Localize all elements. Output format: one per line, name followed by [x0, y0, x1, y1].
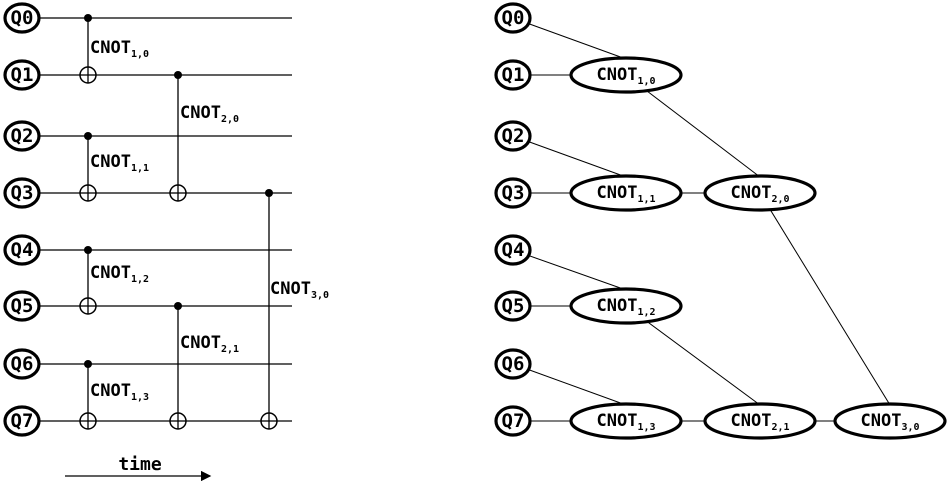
graph-qubit-q4: Q4 [494, 234, 532, 266]
gate-label: CNOT2,0 [180, 103, 239, 125]
qubit-badge [494, 290, 532, 322]
qubit-label: Q4 [502, 239, 525, 261]
qubit-label: Q7 [502, 410, 525, 432]
control-dot [265, 189, 273, 197]
graph-qubit-q2: Q2 [494, 120, 532, 152]
gate-node [569, 287, 683, 325]
gate-node [569, 402, 683, 440]
qubit-label: Q2 [502, 125, 525, 147]
qubit-wire-q3: Q3 [3, 177, 292, 209]
cnot-gate-1-1: CNOT1,1 [79, 132, 149, 202]
qubit-badge [3, 234, 41, 266]
qubit-badge [3, 59, 41, 91]
qubit-label: Q6 [502, 353, 525, 375]
qubit-label: Q6 [11, 353, 34, 375]
qubit-badge [3, 2, 41, 34]
graph-node-cnot-1-1: CNOT1,1 [569, 174, 683, 212]
gate-node [703, 402, 817, 440]
qubit-badge [494, 348, 532, 380]
qubit-label: Q1 [11, 64, 34, 86]
time-label: time [118, 454, 162, 475]
graph-qubit-q5: Q5 [494, 290, 532, 322]
qubit-badge [494, 59, 532, 91]
qubit-label: Q0 [11, 7, 34, 29]
qubit-badge [494, 2, 532, 34]
qubit-badge [494, 234, 532, 266]
gate-label: CNOT1,0 [90, 38, 149, 60]
qubit-label: Q0 [502, 7, 525, 29]
graph-qubit-q1: Q1 [494, 59, 532, 91]
gate-label: CNOT2,1 [180, 333, 239, 355]
gate-label: CNOT3,0 [270, 279, 329, 301]
gate-label: CNOT1,3 [90, 381, 149, 403]
graph-node-cnot-2-1: CNOT2,1 [703, 402, 817, 440]
gate-node [833, 402, 947, 440]
qubit-label: Q3 [11, 182, 34, 204]
gate-node [569, 174, 683, 212]
graph-node-cnot-1-2: CNOT1,2 [569, 287, 683, 325]
cnot-gate-1-0: CNOT1,0 [79, 14, 149, 84]
qubit-badge [3, 177, 41, 209]
qubit-label: Q1 [502, 64, 525, 86]
graph-qubit-q6: Q6 [494, 348, 532, 380]
dependency-edge [512, 249, 627, 291]
graph-node-cnot-1-0: CNOT1,0 [569, 56, 683, 94]
cnot-gate-2-1: CNOT2,1 [169, 302, 239, 430]
qubit-badge [494, 405, 532, 437]
graph-node-cnot-3-0: CNOT3,0 [833, 402, 947, 440]
qubit-badge [3, 405, 41, 437]
cnot-gate-1-2: CNOT1,2 [79, 246, 149, 315]
gate-label: CNOT1,1 [90, 152, 149, 174]
dependency-edge [512, 135, 627, 178]
qubit-label: Q7 [11, 410, 34, 432]
control-dot [84, 360, 92, 368]
graph-node-cnot-2-0: CNOT2,0 [703, 174, 817, 212]
control-dot [84, 14, 92, 22]
control-dot [84, 246, 92, 254]
cnot-gate-3-0: CNOT3,0 [260, 189, 329, 430]
cnot-gate-1-3: CNOT1,3 [79, 360, 149, 430]
qubit-label: Q2 [11, 125, 34, 147]
graph-qubit-q3: Q3 [494, 177, 532, 209]
qubit-label: Q3 [502, 182, 525, 204]
qubit-badge [3, 348, 41, 380]
dependency-edge [512, 363, 627, 406]
time-axis: time [65, 454, 212, 482]
dependency-edge [759, 192, 891, 406]
qubit-badge [3, 290, 41, 322]
qubit-wire-q7: Q7 [3, 405, 292, 437]
control-dot [174, 71, 182, 79]
graph-qubit-q0: Q0 [494, 2, 532, 34]
control-dot [84, 132, 92, 140]
qubit-label: Q5 [11, 295, 34, 317]
qubit-badge [3, 120, 41, 152]
qubit-badge [494, 120, 532, 152]
gate-node [703, 174, 817, 212]
qubit-wire-q5: Q5 [3, 290, 292, 322]
qubit-wire-q4: Q4 [3, 234, 292, 266]
graph-qubit-q7: Q7 [494, 405, 532, 437]
graph-edges [512, 17, 891, 422]
gate-label: CNOT1,2 [90, 263, 149, 285]
dependency-edge [512, 17, 627, 60]
qubit-wire-q1: Q1 [3, 59, 292, 91]
graph-node-cnot-1-3: CNOT1,3 [569, 402, 683, 440]
qubit-badge [494, 177, 532, 209]
qubit-wire-q0: Q0 [3, 2, 292, 34]
qubit-label: Q4 [11, 239, 34, 261]
qubit-wire-q6: Q6 [3, 348, 292, 380]
qubit-label: Q5 [502, 295, 525, 317]
gate-node [569, 56, 683, 94]
control-dot [174, 302, 182, 310]
qubit-wire-q2: Q2 [3, 120, 292, 152]
